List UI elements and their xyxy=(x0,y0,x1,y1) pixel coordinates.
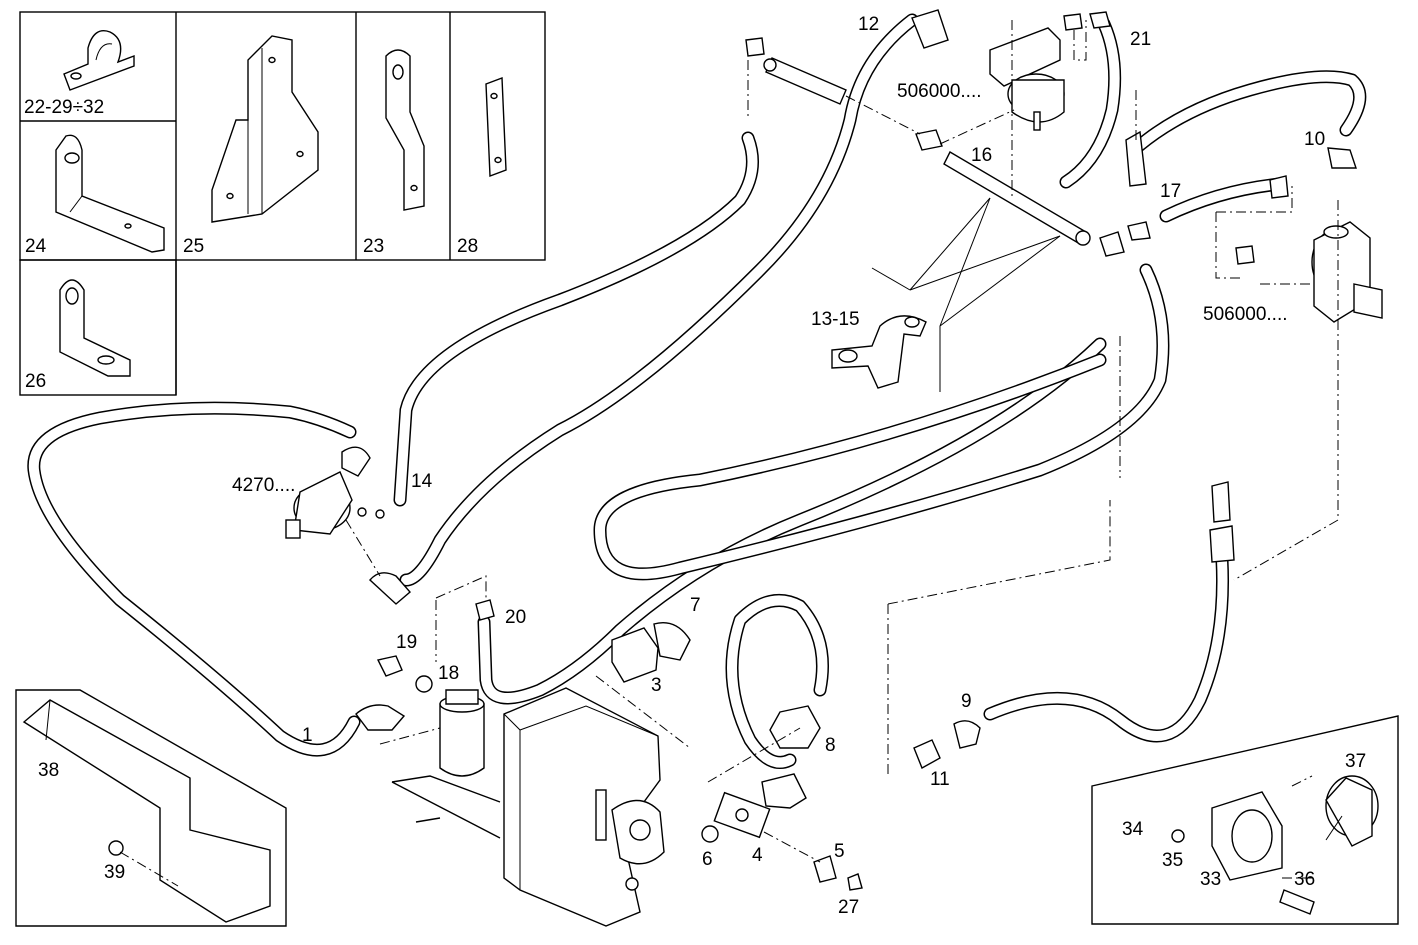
valve-assembly-top xyxy=(989,27,1065,131)
callout-18: 18 xyxy=(438,663,459,684)
connector-inset xyxy=(1091,715,1399,925)
callout-8: 8 xyxy=(825,735,836,756)
callout-6: 6 xyxy=(702,849,713,870)
callout-3: 3 xyxy=(651,675,662,696)
callout-17: 17 xyxy=(1160,181,1181,202)
callout-21: 21 xyxy=(1130,29,1151,50)
callout-11: 11 xyxy=(930,769,950,790)
callout-34: 34 xyxy=(1122,819,1144,840)
rigid-tube-16 xyxy=(943,151,1091,246)
callout-5: 5 xyxy=(834,841,845,862)
callout-labels: 1 3 4 5 6 7 8 9 10 11 12 13-15 14 16 17 … xyxy=(24,14,1366,918)
callout-4270: 4270.... xyxy=(232,475,295,496)
callout-37: 37 xyxy=(1345,751,1366,772)
callout-13-15: 13-15 xyxy=(811,309,860,330)
callout-38: 38 xyxy=(38,760,59,781)
pump-housing xyxy=(503,687,665,927)
callout-27: 27 xyxy=(838,897,859,918)
callout-9: 9 xyxy=(961,691,972,712)
callout-28: 28 xyxy=(457,236,478,257)
hose-lines xyxy=(27,13,1367,769)
callout-23: 23 xyxy=(363,236,384,257)
callout-33: 33 xyxy=(1200,869,1221,890)
flat-strap-28 xyxy=(485,77,507,177)
plate-bracket-25 xyxy=(211,35,319,223)
callout-24: 24 xyxy=(25,236,47,257)
actuator-4270 xyxy=(285,446,385,539)
bracket-inset-grid xyxy=(19,11,546,396)
bracket-panel-38 xyxy=(15,689,287,927)
callout-20: 20 xyxy=(505,607,526,628)
callout-1: 1 xyxy=(302,725,313,746)
callout-10: 10 xyxy=(1304,129,1325,150)
callout-7: 7 xyxy=(690,595,701,616)
bracket-13-15 xyxy=(831,315,927,389)
callout-22-29-32: 22-29÷32 xyxy=(24,97,104,118)
small-fittings xyxy=(355,9,1357,891)
callout-14: 14 xyxy=(411,471,433,492)
callout-16: 16 xyxy=(971,145,992,166)
straight-tube xyxy=(763,57,847,105)
angle-bracket-26 xyxy=(59,279,131,377)
valve-assembly-right xyxy=(1311,221,1383,323)
angle-bracket-24 xyxy=(55,134,165,253)
callout-12: 12 xyxy=(858,14,879,35)
leader-lines-13-15 xyxy=(871,197,1061,392)
callout-36: 36 xyxy=(1294,869,1315,890)
callout-4: 4 xyxy=(752,845,763,866)
callout-506000-right: 506000.... xyxy=(1203,304,1288,325)
offset-strap-23 xyxy=(385,49,425,211)
callout-25: 25 xyxy=(183,236,204,257)
callout-26: 26 xyxy=(25,371,46,392)
dash-dot-leaders xyxy=(119,20,1339,887)
callout-19: 19 xyxy=(396,632,417,653)
clamp-part xyxy=(63,30,135,91)
callout-506000-top: 506000.... xyxy=(897,81,982,102)
callout-39: 39 xyxy=(104,862,125,883)
callout-35: 35 xyxy=(1162,850,1183,871)
filter-18 xyxy=(415,675,485,777)
